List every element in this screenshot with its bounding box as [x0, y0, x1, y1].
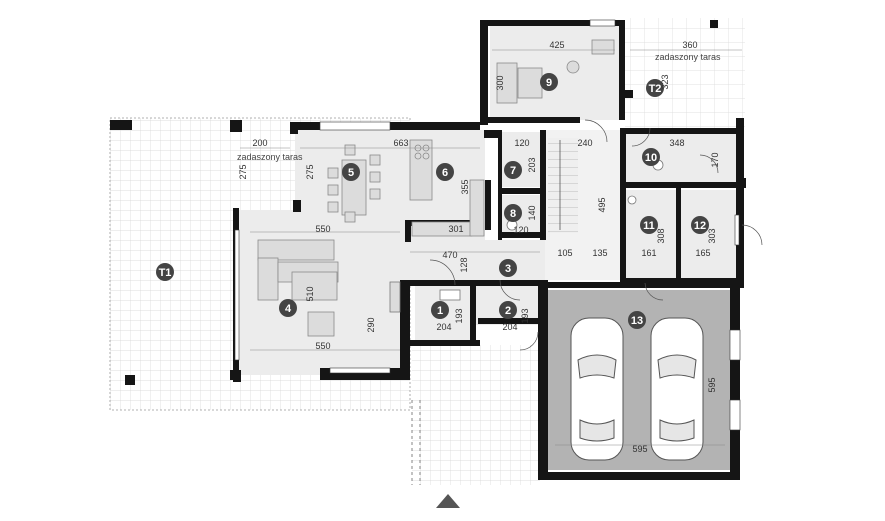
dim-595-horizontal: 595	[632, 444, 647, 454]
room-marker-12: 12	[691, 216, 709, 234]
doors	[429, 119, 763, 351]
dim-303: 303	[707, 228, 717, 243]
room-marker-5: 5	[342, 163, 360, 181]
car-left	[570, 317, 624, 461]
dim-425: 425	[549, 40, 564, 50]
room-marker-t2: T2	[646, 79, 664, 97]
dim-360: 360	[682, 40, 697, 50]
dim-204-left: 204	[436, 322, 451, 332]
room-marker-4: 4	[279, 299, 297, 317]
room-number-8: 8	[510, 208, 516, 220]
dim-105: 105	[557, 248, 572, 258]
dim-275-dining: 275	[305, 164, 315, 179]
room-marker-9: 9	[540, 73, 558, 91]
room-marker-1: 1	[431, 301, 449, 319]
room-number-5: 5	[348, 167, 354, 179]
dim-301: 301	[448, 224, 463, 234]
dim-240: 240	[577, 138, 592, 148]
dim-550-top: 550	[315, 224, 330, 234]
room-number-11: 11	[643, 220, 655, 232]
dim-595-vertical: 595	[707, 377, 717, 392]
staircase	[548, 138, 578, 233]
room-number-4: 4	[285, 303, 292, 315]
dim-120-bottom: 120	[513, 225, 528, 235]
room-number-7: 7	[510, 165, 516, 177]
entrance-arrow	[436, 494, 460, 508]
dim-193-left: 193	[454, 308, 464, 323]
room-marker-11: 11	[640, 216, 658, 234]
room-marker-2: 2	[499, 301, 517, 319]
room-number-10: 10	[645, 152, 657, 164]
dim-135: 135	[592, 248, 607, 258]
terrace-t2-area	[625, 18, 745, 128]
room-number-2: 2	[505, 305, 511, 317]
room-marker-13: 13	[628, 311, 646, 329]
car-right	[650, 317, 704, 461]
terrace-t1-label: zadaszony taras	[237, 152, 303, 162]
dim-120-top: 120	[514, 138, 529, 148]
dim-128: 128	[459, 257, 469, 272]
room-marker-6: 6	[436, 163, 454, 181]
dim-193-right: 193	[520, 308, 530, 323]
dim-165: 165	[695, 248, 710, 258]
room-number-t2: T2	[649, 83, 662, 95]
dim-290: 290	[366, 317, 376, 332]
dim-170: 170	[710, 152, 720, 167]
dim-550-bottom: 550	[315, 341, 330, 351]
dim-203: 203	[527, 157, 537, 172]
room-number-9: 9	[546, 77, 552, 89]
dim-348: 348	[669, 138, 684, 148]
dim-200: 200	[252, 138, 267, 148]
dim-355: 355	[460, 179, 470, 194]
room-number-1: 1	[437, 305, 443, 317]
room-marker-3: 3	[499, 259, 517, 277]
entrance-paving	[411, 345, 540, 485]
room-markers: 1 2 3 4 5 6 7 8 9 10 11 12 13 T1 T2	[156, 73, 709, 329]
room-number-12: 12	[694, 220, 706, 232]
terrace-t2-label: zadaszony taras	[655, 52, 721, 62]
dimension-labels: 425 360 323 300 200 275 275 663 120 203 …	[238, 40, 720, 454]
room-number-3: 3	[505, 263, 511, 275]
dimension-lines	[240, 49, 742, 446]
dim-663: 663	[393, 138, 408, 148]
room-number-t1: T1	[159, 267, 172, 279]
dim-510: 510	[305, 286, 315, 301]
dim-323: 323	[660, 74, 670, 89]
dim-470: 470	[442, 250, 457, 260]
dim-204-right: 204	[502, 322, 517, 332]
room-marker-7: 7	[504, 161, 522, 179]
dim-308: 308	[656, 228, 666, 243]
room-number-13: 13	[631, 315, 643, 327]
dim-300: 300	[495, 75, 505, 90]
room-marker-8: 8	[504, 204, 522, 222]
room-number-6: 6	[442, 167, 448, 179]
dim-140: 140	[527, 205, 537, 220]
room-marker-10: 10	[642, 148, 660, 166]
dim-275-terrace: 275	[238, 164, 248, 179]
sofa	[257, 239, 339, 337]
room-marker-t1: T1	[156, 263, 174, 281]
dim-495: 495	[597, 197, 607, 212]
room9-furniture	[496, 39, 615, 104]
dim-161: 161	[641, 248, 656, 258]
windows	[234, 19, 741, 431]
